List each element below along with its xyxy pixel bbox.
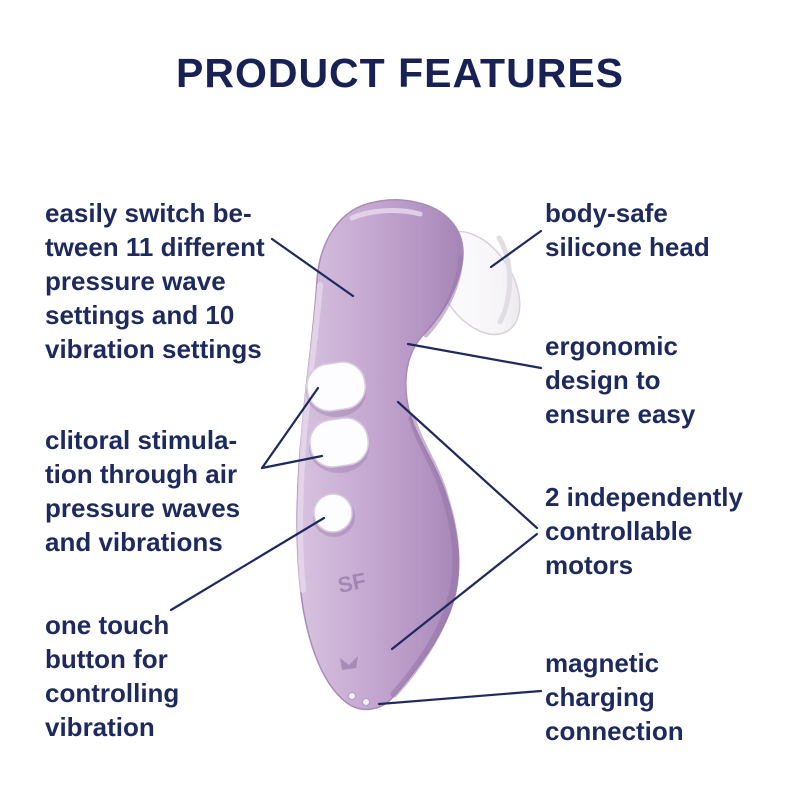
device-body: SF [296,199,464,711]
charging-contacts [348,692,370,706]
feature-label-pressure-wave-settings: easily switch be- tween 11 different pre… [45,198,265,364]
pressure-wave-buttons [306,361,369,473]
feature-label-ergonomic-design: ergonomic design to ensure easy [545,331,696,429]
callout-line-charging [377,689,543,706]
callout-line-settings [270,237,355,298]
feature-label-clitoral-stimulation: clitoral stimula- tion through air press… [45,425,241,557]
callout-line-stimulation-upper [260,386,320,470]
page-title: PRODUCT FEATURES [175,50,625,96]
callout-lines [169,229,543,706]
feature-label-one-touch-button: one touch button for controlling vibrati… [45,610,180,742]
callout-line-head [489,229,543,269]
callout-line-motor-lower [390,532,539,651]
feature-label-independent-motors: 2 independently controllable motors [545,482,743,580]
butterfly-logo-icon [340,656,358,670]
feature-label-magnetic-charging: magnetic charging connection [545,648,684,746]
feature-label-body-safe-head: body-safe silicone head [545,198,710,262]
vibration-button [313,493,355,537]
callout-line-ergonomic [406,342,543,370]
callout-line-one-touch [169,516,326,612]
brand-logo: SF [335,568,368,598]
callout-line-stimulation-lower [260,454,324,470]
callout-line-motor-upper [396,400,539,530]
